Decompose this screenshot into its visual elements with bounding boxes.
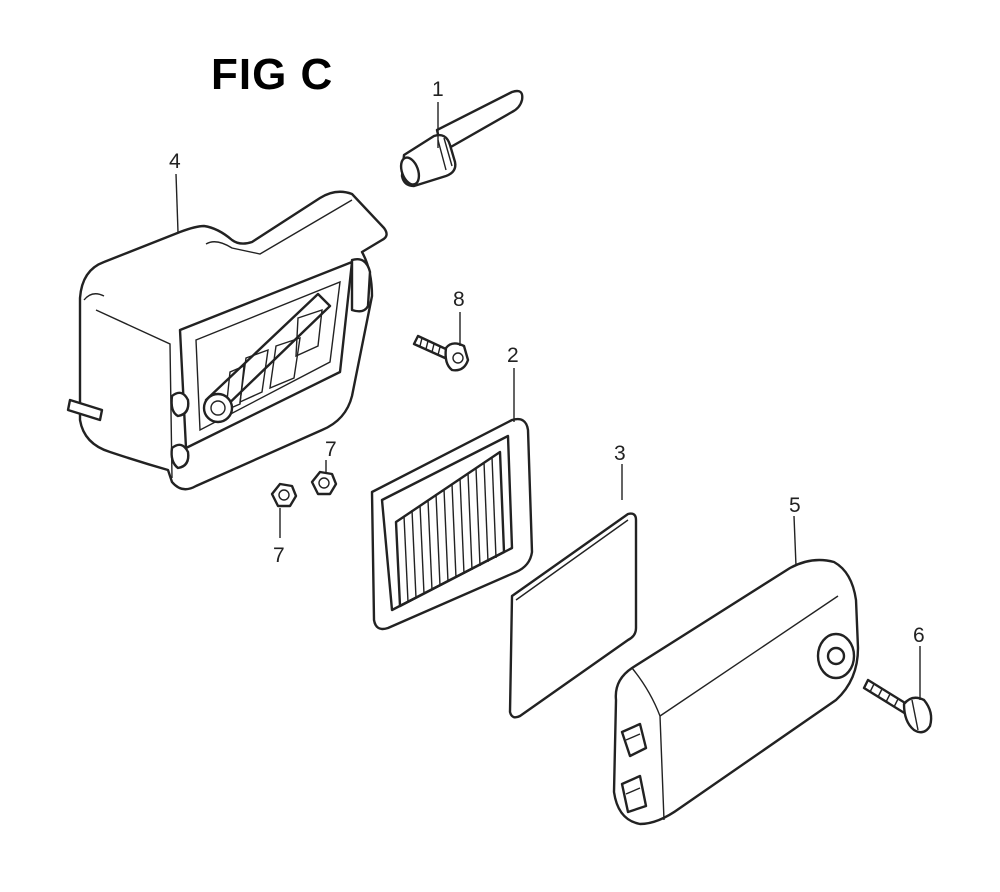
part-3-foam-prefilter: [508, 512, 638, 719]
callout-6: 6: [913, 624, 925, 647]
callout-5: 5: [789, 494, 801, 517]
part-7-nut-a: [270, 482, 298, 508]
leader-lines: [175, 102, 921, 700]
part-2-paper-filter: [370, 417, 534, 631]
callout-3: 3: [614, 442, 626, 465]
callout-7a: 7: [273, 544, 285, 567]
callout-1: 1: [432, 78, 444, 101]
figure-title: FIG C: [211, 50, 334, 99]
callout-8: 8: [453, 288, 465, 311]
part-7-nut-b: [310, 470, 338, 496]
callout-2: 2: [507, 344, 519, 367]
part-6-knob-bolt: [862, 678, 933, 734]
callout-7b: 7: [325, 438, 337, 461]
part-8-bolt: [412, 334, 470, 372]
part-4-air-cleaner-case: [66, 190, 388, 491]
part-5-cover: [612, 558, 860, 826]
part-1-tube: [399, 89, 524, 188]
callout-4: 4: [169, 150, 181, 173]
